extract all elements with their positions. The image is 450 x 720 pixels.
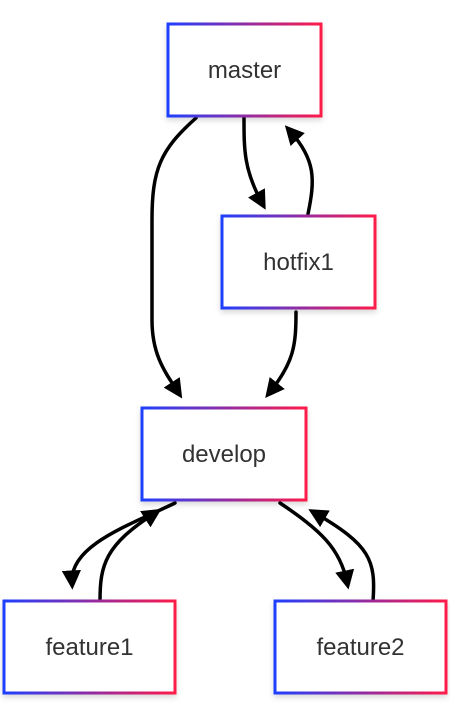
edge-develop-to-feature2 [278, 501, 355, 590]
node-master[interactable]: master [166, 22, 323, 118]
edge-master-to-develop [150, 116, 198, 399]
edge-hotfix1-to-master [284, 125, 314, 216]
edge-hotfix1-to-develop [265, 310, 298, 399]
node-feature1[interactable]: feature1 [2, 599, 177, 695]
node-hotfix1[interactable]: hotfix1 [220, 214, 377, 310]
edges [61, 116, 376, 603]
node-feature2[interactable]: feature2 [273, 599, 448, 695]
node-label: feature2 [316, 634, 404, 661]
node-label: master [208, 57, 281, 84]
edge-feature2-to-develop [308, 509, 376, 603]
edge-develop-to-feature1 [61, 501, 177, 590]
edge-master-to-hotfix1 [242, 116, 266, 210]
node-label: feature1 [45, 634, 133, 661]
node-label: hotfix1 [263, 249, 334, 276]
node-develop[interactable]: develop [140, 406, 308, 502]
node-label: develop [182, 441, 266, 468]
edge-feature1-to-develop [98, 508, 162, 603]
